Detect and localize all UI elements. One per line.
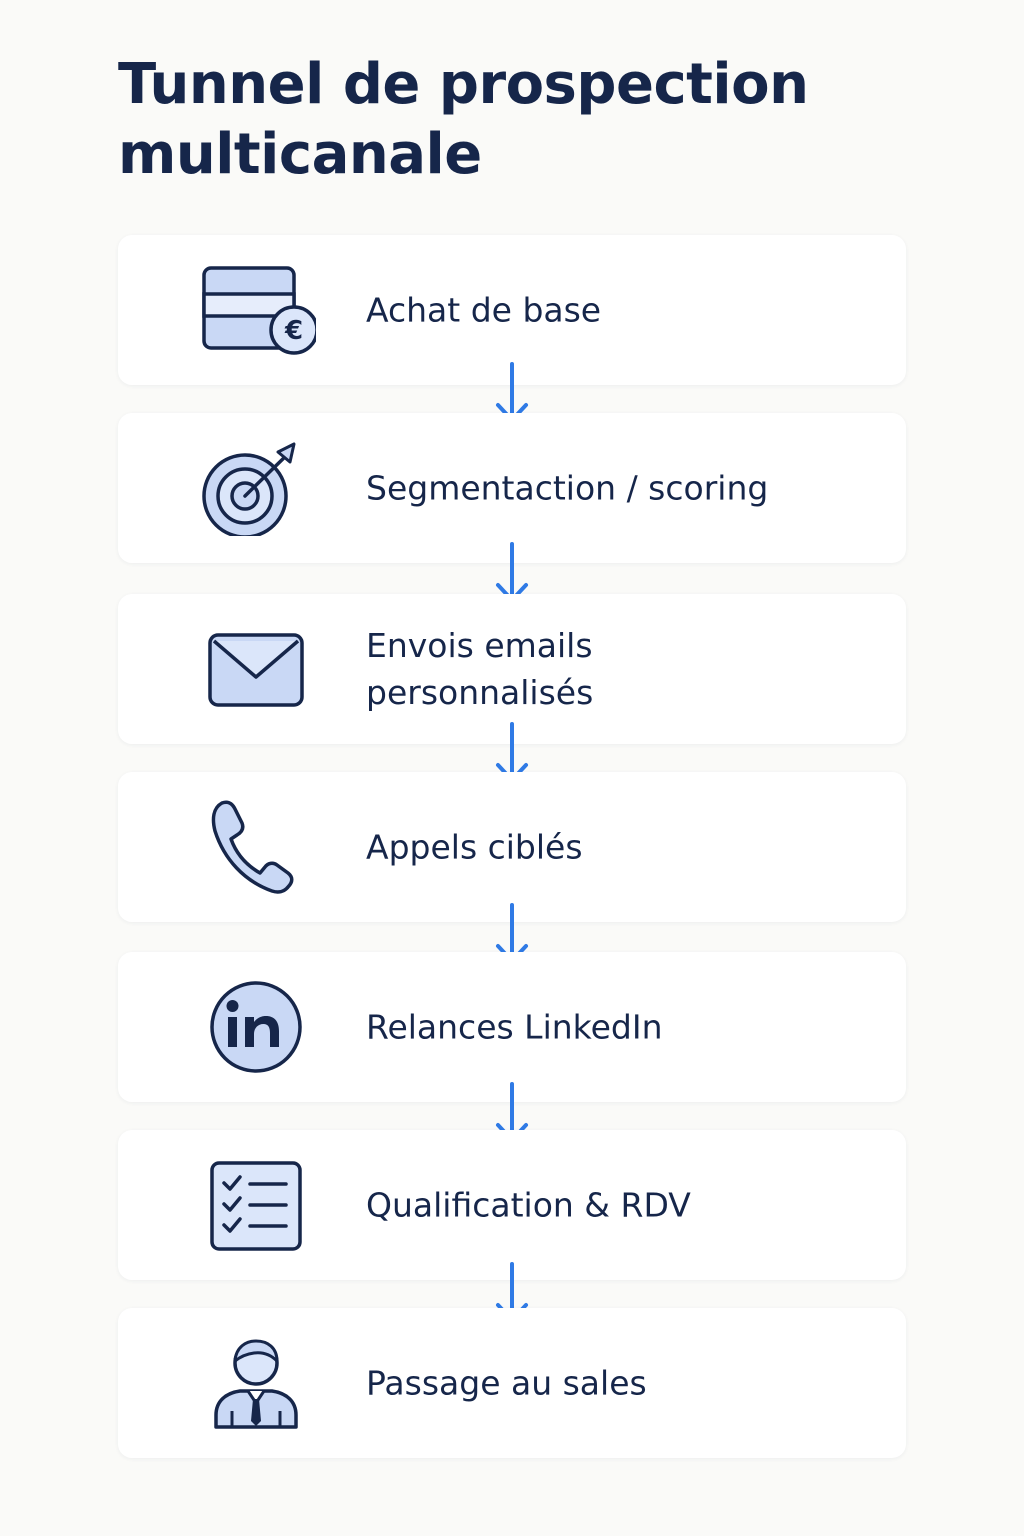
step-card-envois-emails: Envois emails personnalisés	[118, 594, 906, 744]
step-label: Appels ciblés	[366, 827, 583, 867]
step-label: Achat de base	[366, 290, 602, 330]
step-card-qualification-rdv: Qualification & RDV	[118, 1130, 906, 1280]
step-label: Relances LinkedIn	[366, 1007, 663, 1047]
businessman-icon	[200, 1335, 316, 1431]
step-label: Qualification & RDV	[366, 1185, 691, 1225]
step-label: Passage au sales	[366, 1363, 647, 1403]
target-icon	[200, 440, 316, 536]
page-title: Tunnel de prospection multicanale	[118, 52, 809, 187]
step-card-segmentation-scoring: Segmentaction / scoring	[118, 413, 906, 563]
step-card-relances-linkedin: Relances LinkedIn	[118, 952, 906, 1102]
step-card-passage-au-sales: Passage au sales	[118, 1308, 906, 1458]
step-card-appels-cibles: Appels ciblés	[118, 772, 906, 922]
step-card-achat-de-base: € Achat de base	[118, 235, 906, 385]
envelope-icon	[200, 621, 316, 717]
step-label: Segmentaction / scoring	[366, 468, 769, 508]
step-label: Envois emails personnalisés	[366, 626, 594, 712]
svg-text:€: €	[284, 316, 303, 346]
phone-icon	[200, 799, 316, 895]
credit-card-euro-icon: €	[200, 262, 316, 358]
checklist-icon	[200, 1157, 316, 1253]
linkedin-icon	[200, 979, 316, 1075]
